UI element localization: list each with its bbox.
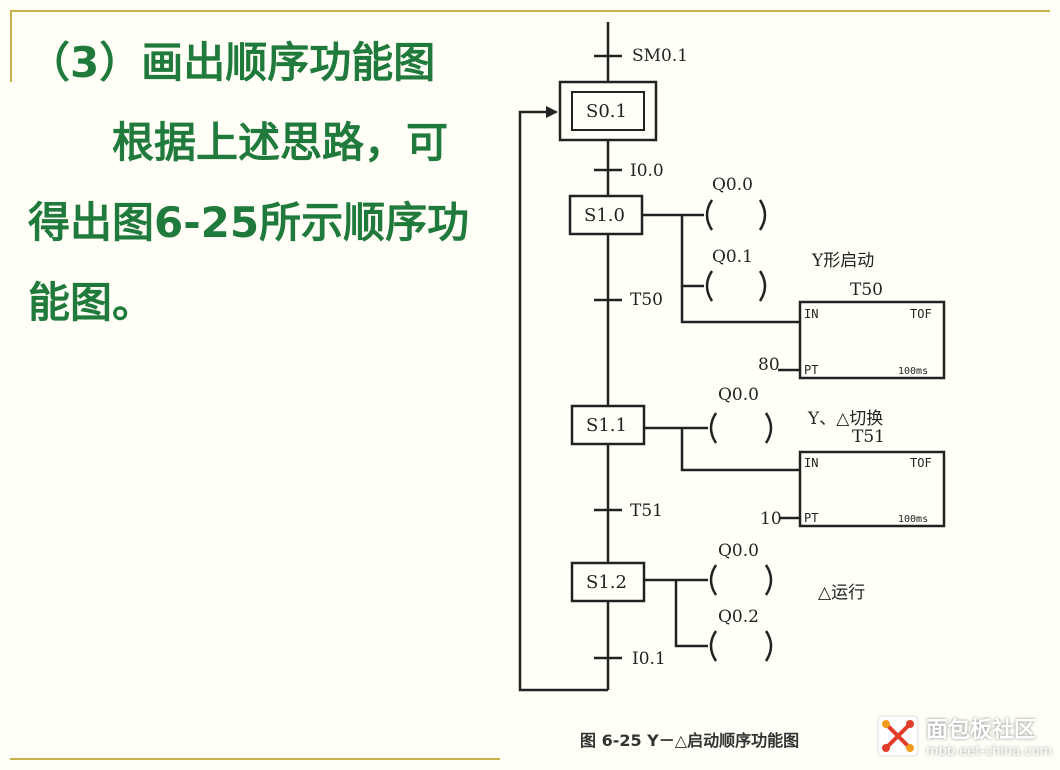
coil-q00-b-right [764,412,773,444]
coil-q00-a-right [758,199,767,231]
step-s1-0-box [568,194,644,236]
timer-t50-box [798,300,946,380]
coil-q02-left [709,630,718,662]
timer-t51-preset: 10 [760,509,782,529]
body-line-3: 能图。 [28,278,155,327]
figure-caption: 图 6-25 Y－△启动顺序功能图 [580,731,799,750]
step-s1-1-box [570,404,646,446]
watermark-sub: mbb.eet-china.com [926,744,1053,759]
watermark: 面包板社区 mbb.eet-china.com [876,712,1052,759]
output-q02-label: Q0.2 [718,607,759,627]
timer-t51-pt: PT [804,511,818,525]
initial-step-label: S0.1 [586,101,627,122]
coil-q00-c-left [709,564,718,596]
timer-t50-base: 100ms [898,366,928,377]
heading: （3）画出顺序功能图 [28,38,436,87]
s1-0-timer-wire [680,286,800,324]
output-q00-b-label: Q0.0 [718,385,759,405]
timer-t51-box [798,450,946,528]
step-s1-0-label: S1.0 [584,205,625,226]
timer-t50-preset: 80 [758,355,780,375]
timer-t51-name: T51 [852,427,885,447]
timer-t50-name: T50 [850,280,883,300]
timer-t50-pt: PT [804,363,818,377]
step-s1-1-label: S1.1 [586,415,627,436]
transition-3-label: I0.1 [632,649,666,669]
s1-1-timer-wire [680,428,800,472]
description-text: （3）画出顺序功能图 根据上述思路，可 得出图6-25所示顺序功 能图。 [28,42,498,362]
top-border-line [10,10,1050,12]
loop-arrow-icon [546,106,558,118]
watermark-logo-icon [877,715,919,756]
bottom-border-line [10,758,500,760]
transition-2-label: T51 [630,501,663,521]
body-line-1: 根据上述思路，可 [112,118,449,167]
timer-t51-tof: TOF [910,456,932,470]
initial-step-inner [571,91,645,131]
coil-q00-a-left [705,199,714,231]
transition-0-label: I0.0 [630,161,664,181]
coil-q01-left [705,270,714,302]
s1-2-q02-wire [674,580,708,648]
output-q00-a-label: Q0.0 [712,175,753,195]
step-s1-2-box [570,561,646,603]
coil-q00-c-right [764,564,773,596]
loop-back-line [518,110,608,692]
transition-start-label: SM0.1 [632,46,688,66]
annotation-delta-run: △运行 [818,583,865,603]
coil-q01-right [758,270,767,302]
transition-1-label: T50 [630,290,663,310]
s1-0-q01-wire [680,215,704,288]
coil-q00-b-left [709,412,718,444]
timer-t51-base: 100ms [898,514,928,525]
left-border-line [10,10,12,82]
timer-t51-in: IN [804,456,818,470]
timer-t50-in: IN [804,307,818,321]
timer-t50-tof: TOF [910,307,932,321]
coil-q02-right [764,630,773,662]
annotation-y-start: Y形启动 [811,251,874,271]
output-q00-c-label: Q0.0 [718,541,759,561]
body-line-2: 得出图6-25所示顺序功 [28,198,470,247]
output-q01-label: Q0.1 [712,247,753,267]
annotation-y-delta-switch: Y、△切换 [807,409,883,429]
step-s1-2-label: S1.2 [586,572,627,593]
watermark-title: 面包板社区 [926,718,1037,743]
